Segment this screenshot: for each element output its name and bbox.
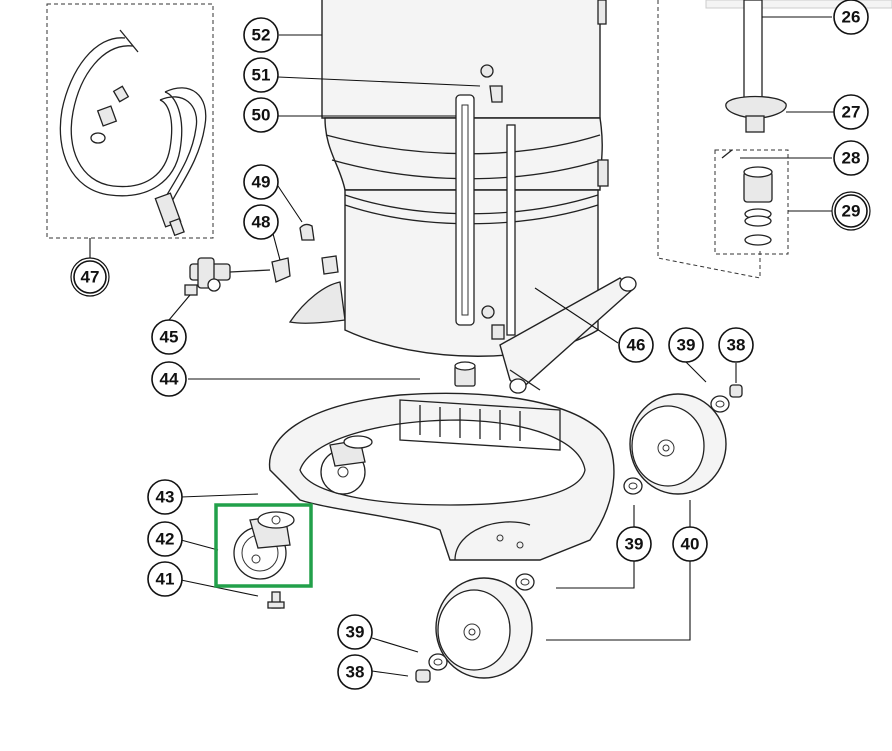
callout-45: 45	[151, 319, 187, 355]
callout-51-label: 51	[252, 66, 271, 85]
fitting-parts	[271, 223, 346, 324]
callout-48: 48	[243, 204, 279, 240]
callout-44: 44	[151, 361, 187, 397]
callout-29: 29	[831, 191, 871, 231]
callout-38-lower-label: 38	[346, 663, 365, 682]
callout-42: 42	[147, 521, 183, 557]
callout-46-label: 46	[627, 336, 646, 355]
callout-28-label: 28	[842, 149, 861, 168]
top-right-group	[657, 0, 892, 279]
dolly-base	[268, 392, 615, 561]
callout-38-lower: 38	[337, 654, 373, 690]
callout-46: 46	[618, 327, 654, 363]
callout-39-upper: 39	[668, 327, 704, 363]
callout-41-label: 41	[156, 570, 175, 589]
callout-50: 50	[243, 97, 279, 133]
callout-29-label: 29	[842, 202, 861, 221]
callout-49-label: 49	[252, 173, 271, 192]
fitting-44	[454, 361, 476, 387]
callout-44-label: 44	[160, 370, 179, 389]
rear-wheel-lower	[435, 577, 533, 679]
callout-50-label: 50	[252, 106, 271, 125]
handle-part	[499, 276, 637, 394]
bolt-part	[267, 591, 285, 609]
callout-45-label: 45	[160, 328, 179, 347]
rear-wheel-upper	[629, 393, 727, 495]
callout-42-label: 42	[156, 530, 175, 549]
callout-49: 49	[243, 164, 279, 200]
callout-40-label: 40	[681, 535, 700, 554]
callout-41: 41	[147, 561, 183, 597]
leader-lines	[89, 16, 852, 677]
callout-47: 47	[70, 257, 110, 297]
callout-47-label: 47	[81, 268, 100, 287]
front-caster	[233, 511, 295, 580]
valve-part	[184, 257, 271, 296]
callout-43: 43	[147, 479, 183, 515]
callout-51: 51	[243, 57, 279, 93]
washers	[415, 384, 743, 683]
callout-26-label: 26	[842, 8, 861, 27]
callout-27: 27	[833, 94, 869, 130]
callout-38-upper-label: 38	[727, 336, 746, 355]
callout-27-label: 27	[842, 103, 861, 122]
callout-40: 40	[672, 526, 708, 562]
callout-52: 52	[243, 17, 279, 53]
callout-28: 28	[833, 140, 869, 176]
callout-39-middle: 39	[616, 526, 652, 562]
hose-assembly	[46, 3, 214, 239]
callout-38-upper: 38	[718, 327, 754, 363]
callout-39-middle-label: 39	[625, 535, 644, 554]
tank-body	[321, 0, 609, 357]
callout-26: 26	[833, 0, 869, 35]
callout-39-lower-label: 39	[346, 623, 365, 642]
callout-39-lower: 39	[337, 614, 373, 650]
callout-52-label: 52	[252, 26, 271, 45]
callout-39-upper-label: 39	[677, 336, 696, 355]
callout-43-label: 43	[156, 488, 175, 507]
highlight-box	[214, 503, 313, 588]
callout-48-label: 48	[252, 213, 271, 232]
